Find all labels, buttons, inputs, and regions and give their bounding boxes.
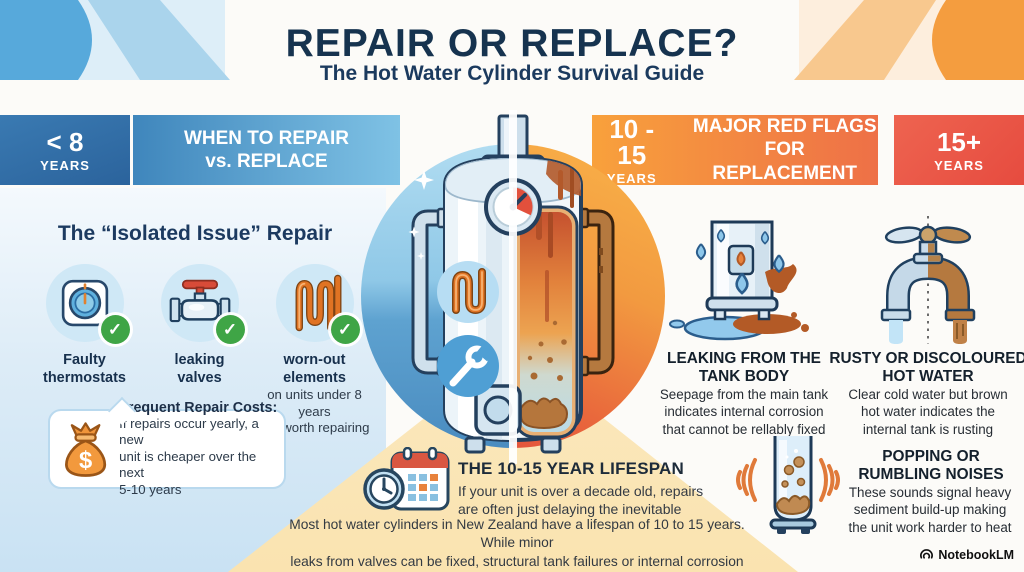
banner-under-8-years: < 8 YEARS (0, 115, 130, 185)
icon-circle: ✓ (45, 264, 130, 344)
sparkle-icon (408, 170, 434, 260)
repair-item-thermostats: ✓ Faulty thermostats (27, 264, 142, 437)
age-value: 15+ (936, 126, 982, 157)
banner-when-to-repair: WHEN TO REPAIR vs. REPLACE (133, 115, 400, 185)
banner-red-flags: 10 - 15 YEARS MAJOR RED FLAGS FOR REPLAC… (592, 115, 878, 185)
banner-over-15-years: 15+ YEARS (894, 115, 1024, 185)
rusty-tap-icon (880, 216, 976, 344)
repair-item-label: leaking valves (174, 352, 225, 387)
water-cylinder-illustration (408, 110, 615, 464)
sound-waves (736, 458, 840, 502)
red-flag-body: These sounds signal heavy sediment build… (848, 485, 1012, 535)
money-bag-icon: $ (65, 422, 107, 477)
repair-item-label: Faulty thermostats (43, 352, 126, 387)
corner-decoration-left (0, 0, 230, 80)
red-flag-title: LEAKING FROM THE TANK BODY (667, 350, 821, 386)
check-icon: ✓ (215, 315, 245, 344)
check-icon: ✓ (100, 315, 130, 344)
icon-circle: ✓ (160, 264, 245, 344)
sediment-noise-icon (736, 436, 840, 534)
page-title: REPAIR OR REPLACE? (285, 22, 739, 65)
red-flag-body: Seepage from the main tank indicates int… (659, 387, 829, 437)
calendar-clock-icon (363, 447, 450, 511)
corner-decoration-right (794, 0, 1024, 80)
split-line (509, 110, 517, 464)
age-value: 10 - 15 (609, 113, 655, 170)
repair-items-row: ✓ Faulty thermostats ✓ leaking v (27, 264, 372, 437)
wrench-badge (437, 335, 499, 397)
age-value: < 8 (46, 126, 84, 157)
watermark-label: NotebookLM (938, 547, 1014, 562)
notebooklm-logo-icon (920, 549, 934, 559)
sediment-mound (520, 397, 569, 430)
age-unit: YEARS (606, 170, 657, 186)
repair-item-elements: ✓ worn-out elements on units under 8 yea… (257, 264, 372, 437)
cost-box-body: If repairs occur yearly, a new unit is c… (119, 415, 259, 497)
banner-title: WHEN TO REPAIR vs. REPLACE (183, 127, 350, 172)
heating-element-badge (437, 261, 499, 323)
page-subtitle: The Hot Water Cylinder Survival Guide (319, 62, 705, 85)
repair-item-label: worn-out elements (283, 352, 346, 387)
thermostat-icon (61, 279, 108, 327)
frequent-repair-costs-box: $ Frequent Repair Costs: If repairs occu… (48, 396, 286, 497)
water-droplets (695, 229, 785, 295)
lifespan-title: THE 10-15 YEAR LIFESPAN (458, 459, 684, 478)
age-unit: YEARS (934, 157, 984, 173)
cost-box-title: Frequent Repair Costs: (119, 399, 278, 416)
red-flag-title: RUSTY OR DISCOLOURED HOT WATER (829, 350, 1024, 386)
valve-icon (169, 279, 230, 323)
red-flag-body: Clear cold water but brown hot water ind… (848, 387, 1008, 437)
check-icon: ✓ (330, 315, 360, 344)
leaking-tank-icon (669, 220, 809, 341)
red-flag-title: POPPING OR RUMBLING NOISES (858, 448, 1004, 484)
watermark: NotebookLM (919, 547, 1014, 562)
age-unit: YEARS (40, 157, 90, 173)
repair-section-heading: The “Isolated Issue” Repair (57, 222, 333, 245)
corroded-interior (513, 205, 579, 439)
banner-title: MAJOR RED FLAGS FOR REPLACEMENT (692, 116, 877, 184)
svg-text:$: $ (79, 447, 92, 474)
repair-item-valves: ✓ leaking valves (142, 264, 257, 437)
icon-circle: ✓ (275, 264, 360, 344)
summary-paragraph: Most hot water cylinders in New Zealand … (289, 517, 745, 569)
lifespan-body: If your unit is over a decade old, repai… (458, 483, 704, 518)
